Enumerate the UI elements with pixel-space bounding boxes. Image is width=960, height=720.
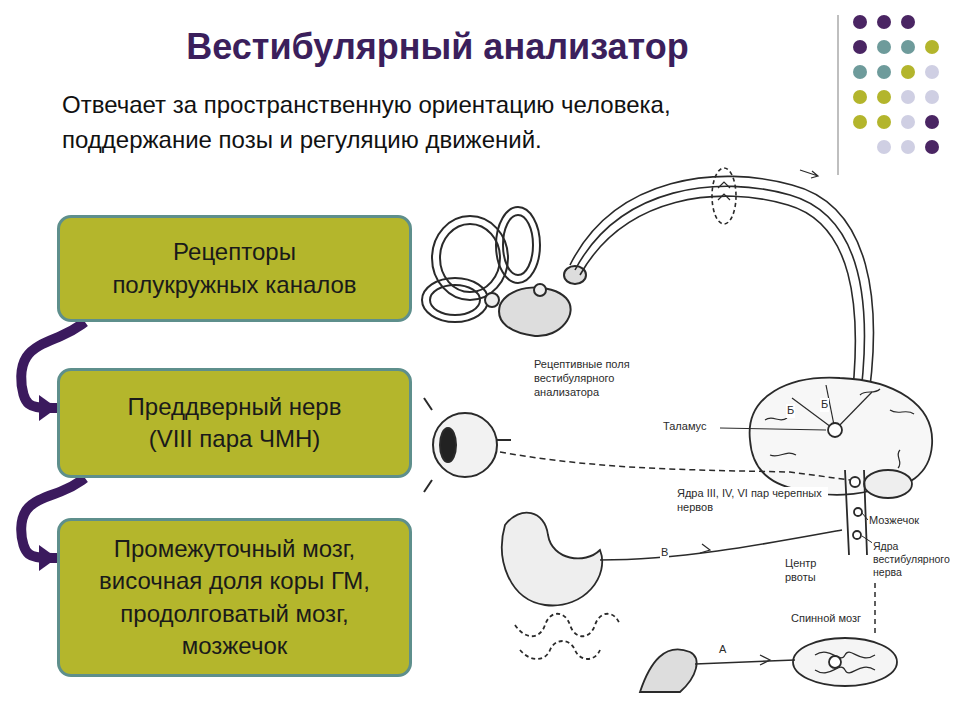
brain-drawing (828, 423, 842, 437)
labyrinth-drawing (422, 278, 488, 322)
process-box: Промежуточный мозг, височная доля коры Г… (57, 518, 412, 677)
eye-drawing (424, 398, 511, 492)
decor-dots (877, 40, 891, 54)
box-text: Промежуточный мозг, височная доля коры Г… (70, 533, 399, 663)
stomach-drawing (502, 513, 602, 606)
brain-drawing (720, 378, 932, 555)
decor-dots (925, 65, 939, 79)
spinal-drawing (695, 660, 795, 664)
decor-dots (901, 90, 915, 104)
figure-label: Таламус (662, 420, 707, 434)
figure-label: Б (786, 404, 795, 418)
brain-drawing (853, 531, 861, 539)
box-body: Преддверный нерв (VIII пара ЧМН) (104, 391, 366, 456)
eye-drawing (500, 452, 850, 480)
labyrinth-drawing (534, 284, 546, 296)
figure-label: Мозжечок (868, 514, 920, 528)
labyrinth-drawing (485, 293, 499, 307)
decor-dots (853, 40, 867, 54)
brain-drawing (854, 508, 862, 516)
nerve-bundle (718, 182, 730, 200)
process-box: Рецепторы полукружных каналов (57, 215, 412, 322)
decor-dots (925, 40, 939, 54)
decor-dots (853, 90, 867, 104)
stomach-drawing (600, 530, 842, 560)
decor-dots (877, 140, 891, 154)
brain-drawing (765, 389, 914, 468)
process-box: Преддверный нерв (VIII пара ЧМН) (57, 368, 412, 478)
decor-dots (853, 115, 867, 129)
brain-drawing (835, 392, 872, 430)
decor-dots (901, 15, 915, 29)
spinal-drawing (793, 638, 897, 686)
intro-text: Отвечает за пространственную ориентацию … (62, 88, 752, 158)
brain-drawing (864, 470, 912, 498)
box-body: Рецепторы полукружных каналов (101, 236, 369, 301)
decor-dots (901, 65, 915, 79)
figure-label: Ядра III, IV, VI пар черепных нервов (676, 487, 828, 515)
decor-dots (901, 140, 915, 154)
decor-dots (901, 40, 915, 54)
figure-label: В (660, 546, 669, 560)
spinal-drawing (640, 649, 697, 692)
decor-dots (925, 90, 939, 104)
brain-drawing (792, 398, 835, 430)
stomach-drawing (520, 641, 600, 659)
spinal-drawing (815, 652, 875, 673)
decor-dots (853, 15, 867, 29)
figure-label: Ядра вестибулярного нерва (872, 540, 958, 579)
decor-dots (877, 115, 891, 129)
spinal-drawing (829, 656, 841, 668)
labyrinth-drawing (422, 207, 586, 336)
brain-drawing (720, 428, 826, 430)
labyrinth-drawing (499, 288, 571, 337)
decor-dots (925, 140, 939, 154)
decor-dots (925, 115, 939, 129)
figure-label: Спинной мозг (790, 612, 862, 626)
figure-label: Рецептивные поля вестибулярного анализат… (533, 358, 647, 399)
decor-dots (877, 65, 891, 79)
decor-dots (853, 65, 867, 79)
stomach-drawing (515, 614, 620, 637)
nerve-bundle (800, 170, 818, 178)
decor-dots (877, 90, 891, 104)
stomach-drawing (700, 544, 710, 553)
eye-drawing (424, 398, 850, 492)
spinal-drawing (760, 655, 770, 665)
brain-drawing (845, 470, 867, 555)
labyrinth-drawing (496, 207, 540, 283)
decor-dots (877, 15, 891, 29)
box-body: Промежуточный мозг, височная доля коры Г… (70, 533, 399, 663)
labyrinth-drawing (503, 215, 533, 275)
nerve-bundle (712, 168, 736, 224)
decor-dots (901, 115, 915, 129)
figure-label: Б (820, 398, 829, 412)
box-text: Рецепторы полукружных каналов (101, 236, 369, 301)
eye-drawing (433, 413, 497, 477)
figure-label: Центр рвоты (784, 557, 844, 585)
stomach-drawing (502, 513, 842, 659)
figure-label: А (718, 643, 727, 657)
spinal-drawing (640, 556, 897, 692)
box-text: Преддверный нерв (VIII пара ЧМН) (104, 391, 366, 456)
decor-dots (837, 15, 839, 175)
labyrinth-drawing (440, 224, 500, 292)
slide-title: Вестибулярный анализатор (60, 26, 815, 68)
eye-drawing (440, 428, 456, 462)
labyrinth-drawing (430, 285, 480, 315)
decor-dots (838, 15, 939, 175)
brain-drawing (850, 477, 860, 487)
